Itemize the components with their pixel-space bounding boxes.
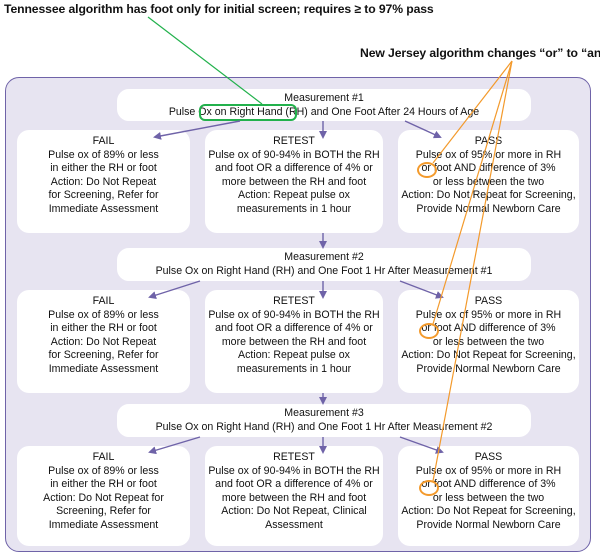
box-line: Pulse ox of 89% or less — [48, 308, 159, 321]
box-line: Pulse ox of 90-94% in BOTH the RH — [208, 148, 380, 161]
fail-title: FAIL — [92, 451, 115, 463]
box-line: and foot OR a difference of 4% or — [215, 162, 373, 175]
row1-fail-box: FAIL Pulse ox of 89% or less in either t… — [17, 130, 190, 233]
measurement-1-title: Measurement #1 — [284, 92, 364, 104]
box-line: Immediate Assessment — [48, 518, 159, 531]
measurement-1-box: Measurement #1 Pulse Ox on Right Hand (R… — [117, 89, 531, 121]
pass-title: PASS — [474, 295, 503, 307]
box-line: in either the RH or foot — [50, 162, 157, 175]
box-line: Pulse ox of 95% or more in RH — [415, 148, 562, 161]
box-line: Provide Normal Newborn Care — [416, 518, 561, 531]
retest-title: RETEST — [273, 295, 315, 307]
box-line: Action: Do Not Repeat for Screening, — [401, 189, 576, 202]
row2-pass-box: PASS Pulse ox of 95% or more in RH or fo… — [398, 290, 579, 393]
tennessee-annotation: Tennessee algorithm has foot only for in… — [4, 2, 434, 16]
box-line: more between the RH and foot — [221, 335, 367, 348]
box-line: Pulse ox of 89% or less — [48, 464, 159, 477]
box-line: Action: Do Not Repeat, Clinical — [221, 505, 367, 518]
row3-retest-box: RETEST Pulse ox of 90-94% in BOTH the RH… — [205, 446, 383, 546]
box-line: Provide Normal Newborn Care — [416, 362, 561, 375]
box-line: Action: Do Not Repeat for Screening, — [401, 505, 576, 518]
retest-title: RETEST — [273, 451, 315, 463]
new-jersey-annotation: New Jersey algorithm changes “or” to “an… — [360, 46, 600, 60]
measurement-3-title: Measurement #3 — [284, 407, 364, 419]
row2-retest-box: RETEST Pulse ox of 90-94% in BOTH the RH… — [205, 290, 383, 393]
box-line: Action: Do Not Repeat for Screening, — [401, 349, 576, 362]
box-line: and foot OR a difference of 4% or — [215, 478, 373, 491]
fail-title: FAIL — [92, 295, 115, 307]
fail-title: FAIL — [92, 135, 115, 147]
box-line: Pulse ox of 90-94% in BOTH the RH — [208, 308, 380, 321]
orange-highlight-or-row2 — [419, 323, 439, 339]
orange-highlight-or-row1 — [417, 162, 437, 178]
measurement-3-subtitle: Pulse Ox on Right Hand (RH) and One Foot… — [155, 421, 493, 433]
orange-highlight-or-row3 — [419, 480, 439, 496]
row1-pass-box: PASS Pulse ox of 95% or more in RH or fo… — [398, 130, 579, 233]
pass-title: PASS — [474, 135, 503, 147]
green-highlight-right-hand — [199, 104, 297, 121]
measurement-1-subtitle: Pulse Ox on Right Hand (RH) and One Foot… — [117, 105, 531, 119]
box-line: in either the RH or foot — [50, 478, 157, 491]
box-line: Pulse ox of 90-94% in BOTH the RH — [208, 464, 380, 477]
box-line: Pulse ox of 95% or more in RH — [415, 308, 562, 321]
box-line: Action: Do Not Repeat — [50, 175, 157, 188]
box-line: for Screening, Refer for — [48, 349, 159, 362]
measurement-1-highlight: Right Hand (RH) and — [229, 106, 329, 118]
measurement-2-title: Measurement #2 — [284, 251, 364, 263]
box-line: Assessment — [265, 518, 323, 531]
measurement-1-post: One Foot After 24 Hours of Age — [328, 106, 480, 118]
box-line: Action: Repeat pulse ox — [238, 189, 350, 202]
pass-title: PASS — [474, 451, 503, 463]
row1-retest-box: RETEST Pulse ox of 90-94% in BOTH the RH… — [205, 130, 383, 233]
box-line: and foot OR a difference of 4% or — [215, 322, 373, 335]
box-line: more between the RH and foot — [221, 491, 367, 504]
box-line: Immediate Assessment — [48, 202, 159, 215]
row3-pass-box: PASS Pulse ox of 95% or more in RH or fo… — [398, 446, 579, 546]
box-line: or less between the two — [432, 491, 545, 504]
box-line: Action: Repeat pulse ox — [238, 349, 350, 362]
row3-fail-box: FAIL Pulse ox of 89% or less in either t… — [17, 446, 190, 546]
box-line: or foot AND difference of 3% — [421, 478, 556, 491]
measurement-2-subtitle: Pulse Ox on Right Hand (RH) and One Foot… — [155, 265, 493, 277]
measurement-3-box: Measurement #3 Pulse Ox on Right Hand (R… — [117, 404, 531, 437]
box-line: Action: Do Not Repeat — [50, 335, 157, 348]
box-line: in either the RH or foot — [50, 322, 157, 335]
box-line: Screening, Refer for — [56, 505, 151, 518]
retest-title: RETEST — [273, 135, 315, 147]
box-line: Action: Do Not Repeat for — [43, 491, 164, 504]
box-line: Pulse ox of 89% or less — [48, 148, 159, 161]
box-line: Pulse ox of 95% or more in RH — [415, 464, 562, 477]
box-line: Immediate Assessment — [48, 362, 159, 375]
measurement-1-pre: Pulse Ox on — [168, 106, 230, 118]
box-line: for Screening, Refer for — [48, 189, 159, 202]
row2-fail-box: FAIL Pulse ox of 89% or less in either t… — [17, 290, 190, 393]
box-line: measurements in 1 hour — [236, 202, 352, 215]
box-line: measurements in 1 hour — [236, 362, 352, 375]
box-line: Provide Normal Newborn Care — [416, 202, 561, 215]
box-line: more between the RH and foot — [221, 175, 367, 188]
measurement-2-box: Measurement #2 Pulse Ox on Right Hand (R… — [117, 248, 531, 281]
